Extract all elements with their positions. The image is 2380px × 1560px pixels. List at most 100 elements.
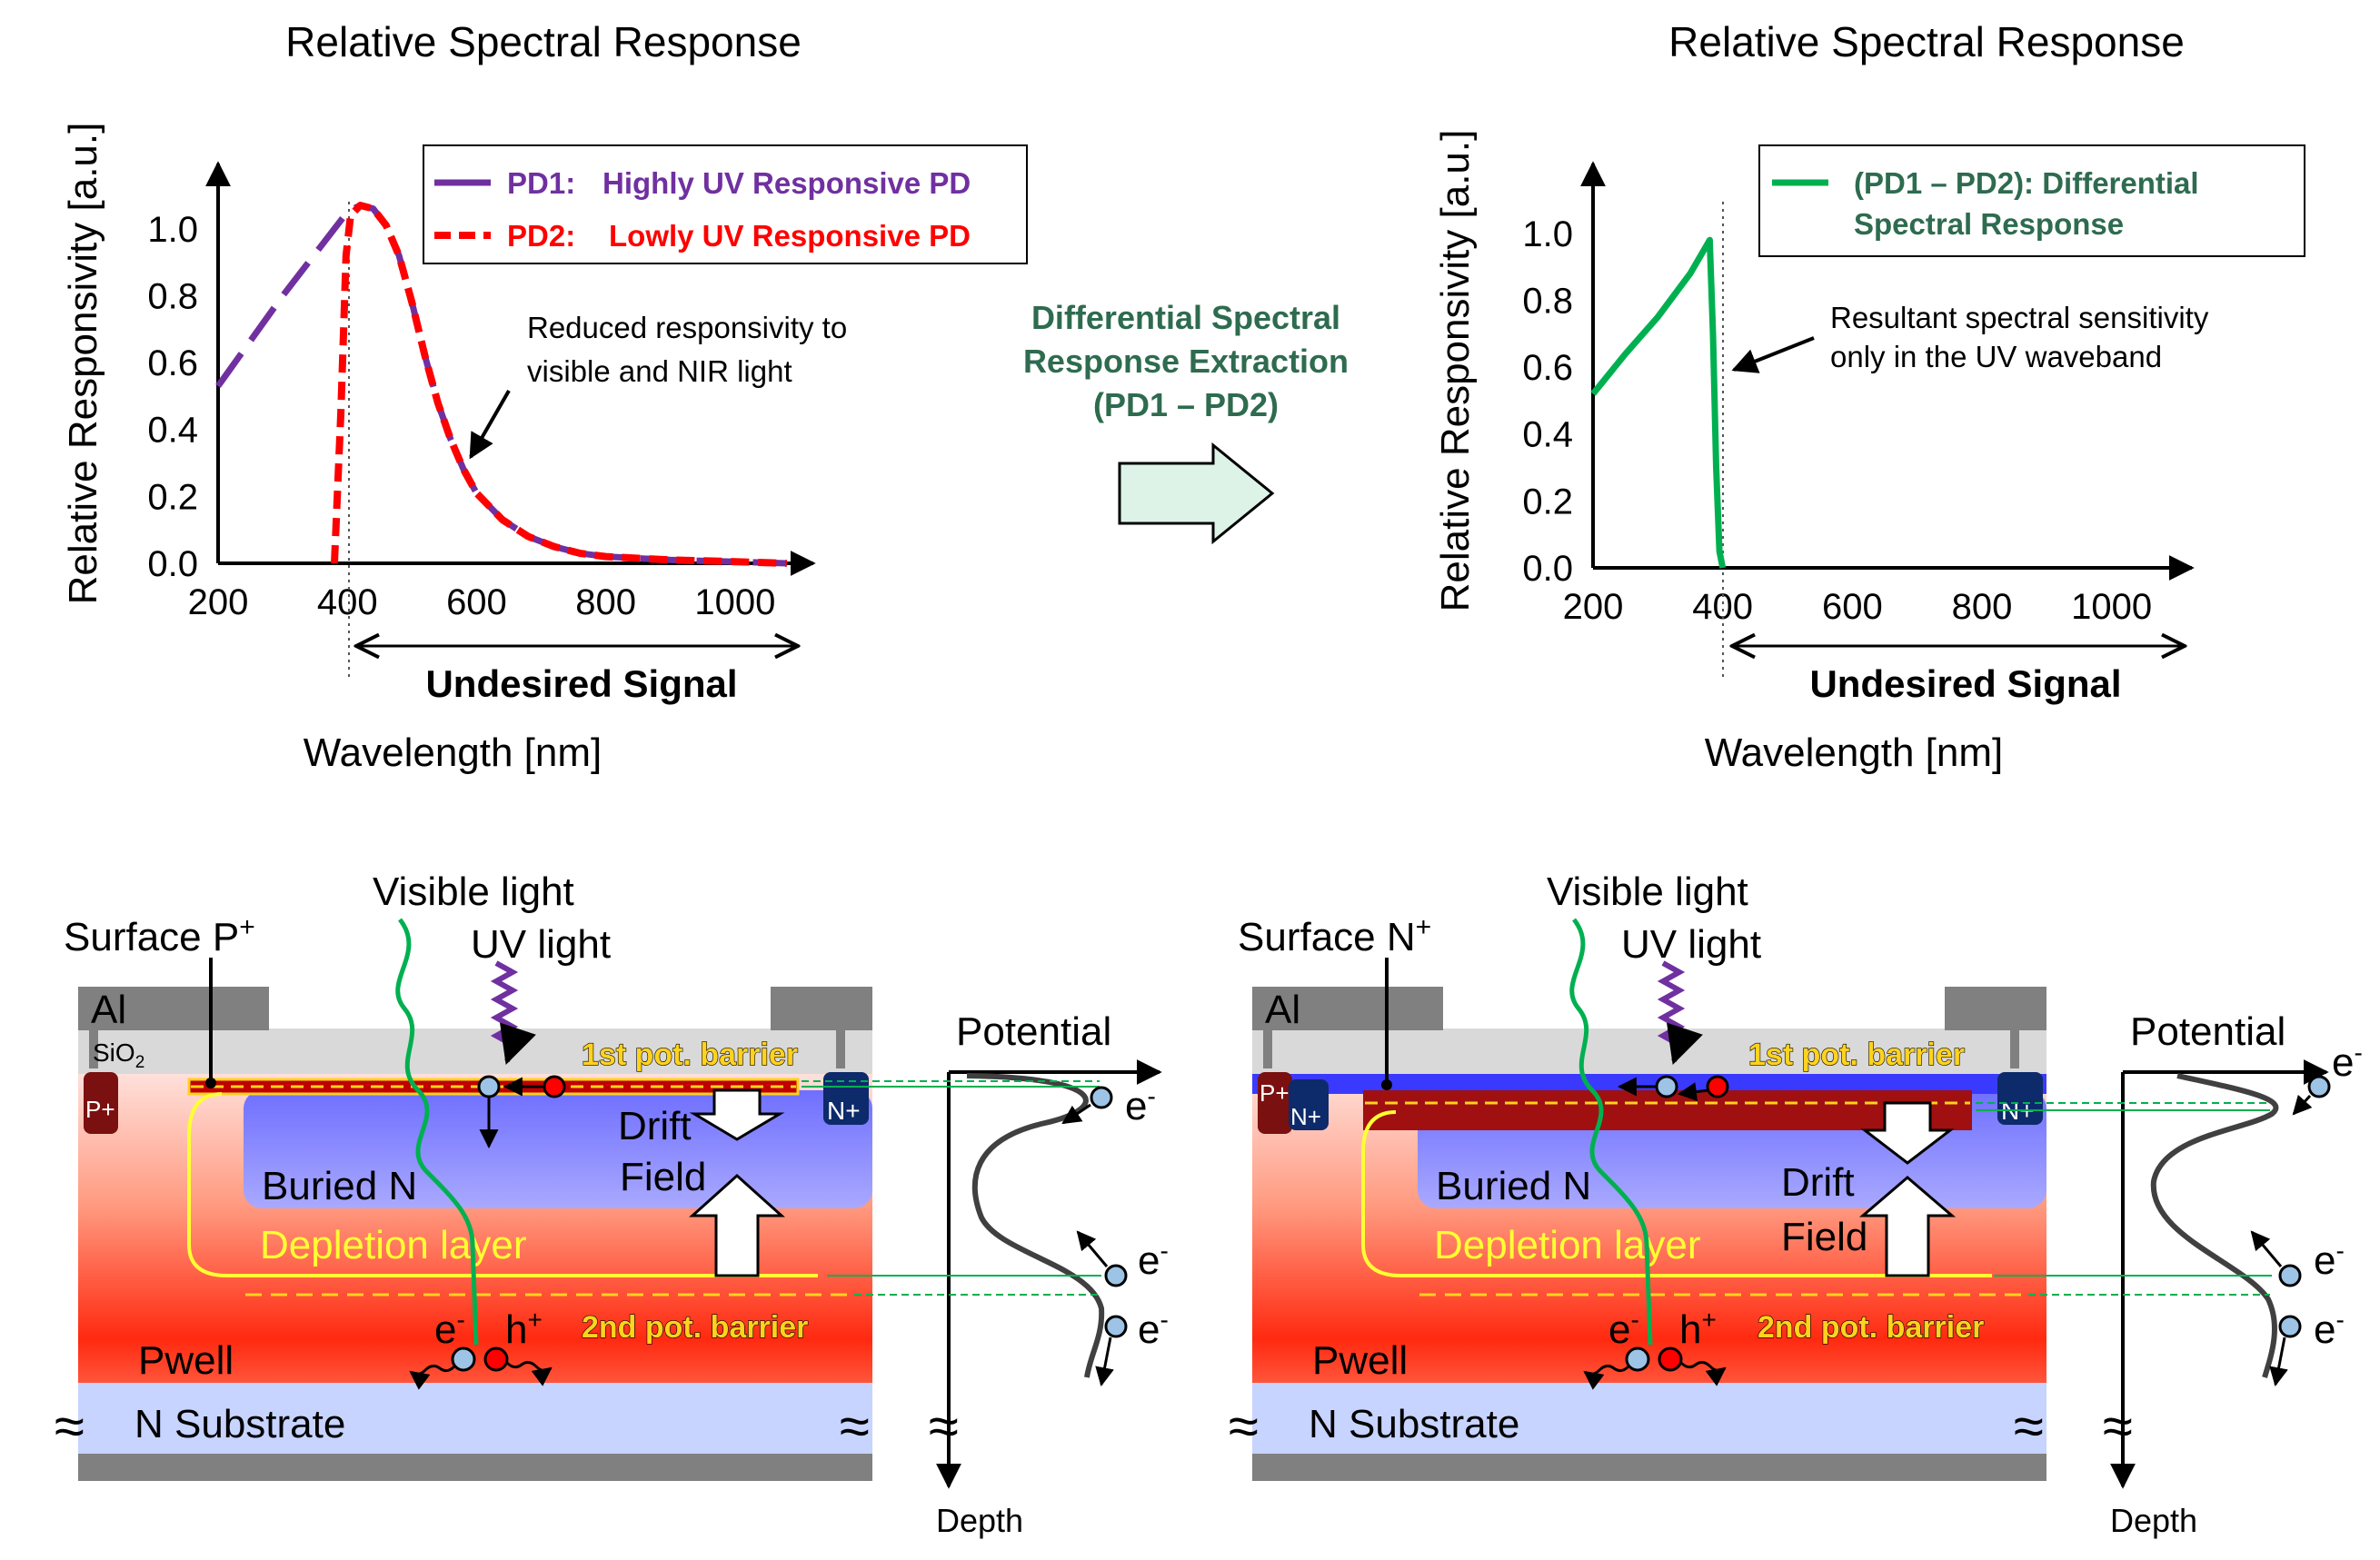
- chart-right-x-tick-1: 400: [1692, 587, 1753, 627]
- device-left-n-plus-label: N+: [827, 1097, 861, 1125]
- device-left-uv-label: UV light: [471, 922, 611, 967]
- chart-left-y-ticks: 1.00.80.60.40.20.0: [147, 210, 198, 584]
- chart-left-note-line2: visible and NIR light: [527, 354, 792, 388]
- chart-left-legend-box: [423, 144, 1028, 264]
- device-left-electron-top: [477, 1075, 501, 1098]
- device-right-uv-ray: [1657, 960, 1703, 1065]
- legend-diff-line1: (PD1 – PD2): Differential: [1854, 166, 2199, 200]
- device-right-surface-n: [1252, 1074, 2046, 1094]
- device-right-n-plus-left: [1289, 1079, 1329, 1130]
- device-right-via-2: [2010, 1028, 2019, 1068]
- device-left-al-left: [78, 987, 269, 1030]
- device-right-p-plus-label: P+: [1260, 1079, 1290, 1107]
- device-right-electron-diffusion: [1583, 1364, 1630, 1390]
- device-right-pot-electron-2-label: e-: [2314, 1237, 2345, 1283]
- device-right-visible-ray: [1569, 918, 1653, 1346]
- device-right-potential-curve: [2150, 1073, 2279, 1378]
- chart-right-y-ticks: 1.00.80.60.40.20.0: [1522, 214, 1573, 589]
- device-left-al-label: Al: [91, 988, 126, 1032]
- device-left-drift2-label: Field: [620, 1155, 706, 1199]
- chart-left-note-line1: Reduced responsivity to: [527, 311, 847, 344]
- device-right-substrate: [1252, 1383, 2046, 1454]
- chart-left-y-tick-0: 1.0: [147, 210, 198, 250]
- device-left-substrate: [78, 1383, 872, 1454]
- device-left-electron-label: e-: [434, 1306, 465, 1352]
- chart-left-x-label: Wavelength [nm]: [304, 730, 602, 775]
- device-right-pot-electron-2-arrow: [2250, 1230, 2283, 1267]
- device-right-depth-label: Depth: [2110, 1502, 2197, 1539]
- device-left-potential-curve: [966, 1073, 1105, 1378]
- device-right-n-plus-left-label: N+: [1290, 1103, 1321, 1130]
- chart-left-x-tick-0: 200: [188, 582, 249, 622]
- chart-right-y-tick-2: 0.6: [1522, 348, 1573, 388]
- chart-left-title: Relative Spectral Response: [285, 18, 802, 65]
- chart-right-legend-box: [1758, 144, 2305, 257]
- device-right-pwell-label: Pwell: [1312, 1338, 1408, 1383]
- device-right-oxide: [1252, 1028, 2046, 1074]
- extraction-line1: Differential Spectral: [1031, 299, 1340, 336]
- chart-right-range-label: Undesired Signal: [1809, 662, 2121, 705]
- device-right: Al P+ N+ N+ Surface N+ Visible light UV …: [1229, 869, 2363, 1539]
- chart-right-y-tick-4: 0.2: [1522, 482, 1573, 522]
- device-right-al-right: [1945, 987, 2046, 1030]
- device-right-surface-label: Surface N+: [1238, 912, 1431, 959]
- device-left-sio2-label: SiO2: [93, 1038, 144, 1072]
- device-left-hole-bottom: [483, 1346, 509, 1372]
- device-right-electron-label: e-: [1608, 1306, 1639, 1352]
- device-right-barrier1-label: 1st pot. barrier: [1748, 1038, 1965, 1072]
- device-left-uv-ray: [490, 960, 536, 1065]
- device-right-pot-electron-2: [2278, 1264, 2302, 1287]
- device-left-pot-electron-2-label: e-: [1138, 1237, 1169, 1283]
- device-right-drift-arrow-up-icon: [1858, 1176, 1957, 1277]
- device-right-pot-electron-3: [2278, 1315, 2302, 1338]
- legend-pd1-text: Highly UV Responsive PD: [602, 166, 971, 200]
- device-right-potential-label: Potential: [2130, 1009, 2285, 1054]
- chart-left-x-tick-4: 1000: [694, 582, 775, 622]
- device-left-via-2: [836, 1028, 845, 1068]
- device-right-break-left-icon: ≈: [1229, 1396, 1259, 1456]
- device-right-hole-top-arrow: [1677, 1082, 1709, 1102]
- chart-right-note-line1: Resultant spectral sensitivity: [1830, 301, 2209, 334]
- device-right-break-right-icon: ≈: [2014, 1396, 2044, 1456]
- chart-right-title: Relative Spectral Response: [1668, 18, 2185, 65]
- device-left-surface-label: Surface P+: [64, 912, 255, 959]
- device-left-buried-label: Buried N: [262, 1164, 417, 1208]
- device-right-drift-arrow-down-icon: [1860, 1101, 1955, 1165]
- device-right-pot-electron-1-arrow: [2292, 1094, 2313, 1116]
- device-left-depth-break-icon: ≈: [929, 1396, 959, 1456]
- device-left-electron-diffusion: [409, 1364, 456, 1390]
- extraction-line2: Response Extraction: [1023, 343, 1349, 380]
- device-right-substrate-label: N Substrate: [1309, 1402, 1519, 1446]
- device-right-via-1: [1263, 1028, 1272, 1068]
- device-right-pot-electron-3-label: e-: [2314, 1306, 2345, 1352]
- device-right-visible-label: Visible light: [1547, 869, 1748, 914]
- device-left-drift-arrow-up-icon: [689, 1173, 785, 1277]
- device-left-depletion-label: Depletion layer: [260, 1223, 527, 1267]
- device-left-pot-electron-1-arrow: [1061, 1103, 1091, 1125]
- device-left-pot-electron-3-label: e-: [1138, 1306, 1169, 1352]
- device-left-potential-label: Potential: [956, 1009, 1111, 1054]
- chart-left-range-label: Undesired Signal: [425, 662, 737, 705]
- chart-left-y-label: Relative Responsivity [a.u.]: [61, 123, 105, 605]
- chart-right-x-label: Wavelength [nm]: [1705, 730, 2004, 775]
- chart-right-y-label: Relative Responsivity [a.u.]: [1433, 130, 1478, 612]
- legend-pd2-text: Lowly UV Responsive PD: [609, 219, 971, 253]
- chart-right-series-0-line: [1590, 236, 1727, 569]
- chart-left-x-tick-3: 800: [575, 582, 636, 622]
- device-left-via-1: [89, 1028, 98, 1068]
- device-right-bottom-contact: [1252, 1454, 2046, 1481]
- device-right-pot-electron-1-label: e-: [2332, 1038, 2363, 1085]
- device-left-drift-arrow-down-icon: [689, 1088, 785, 1141]
- device-right-electron-bottom: [1625, 1346, 1650, 1372]
- device-left: Al SiO2 P+ N+ Surface P+ Visible light U…: [55, 869, 1169, 1539]
- chart-right-x-tick-3: 800: [1952, 587, 2013, 627]
- device-right-surface-dot: [1381, 1079, 1392, 1090]
- chart-left-y-tick-3: 0.4: [147, 411, 198, 451]
- device-right-electron-top: [1655, 1075, 1678, 1098]
- device-left-hole-label: h+: [505, 1306, 543, 1352]
- device-left-n-plus: [823, 1072, 869, 1125]
- device-left-bottom-contact: [78, 1454, 872, 1481]
- device-left-drift1-label: Drift: [618, 1104, 692, 1148]
